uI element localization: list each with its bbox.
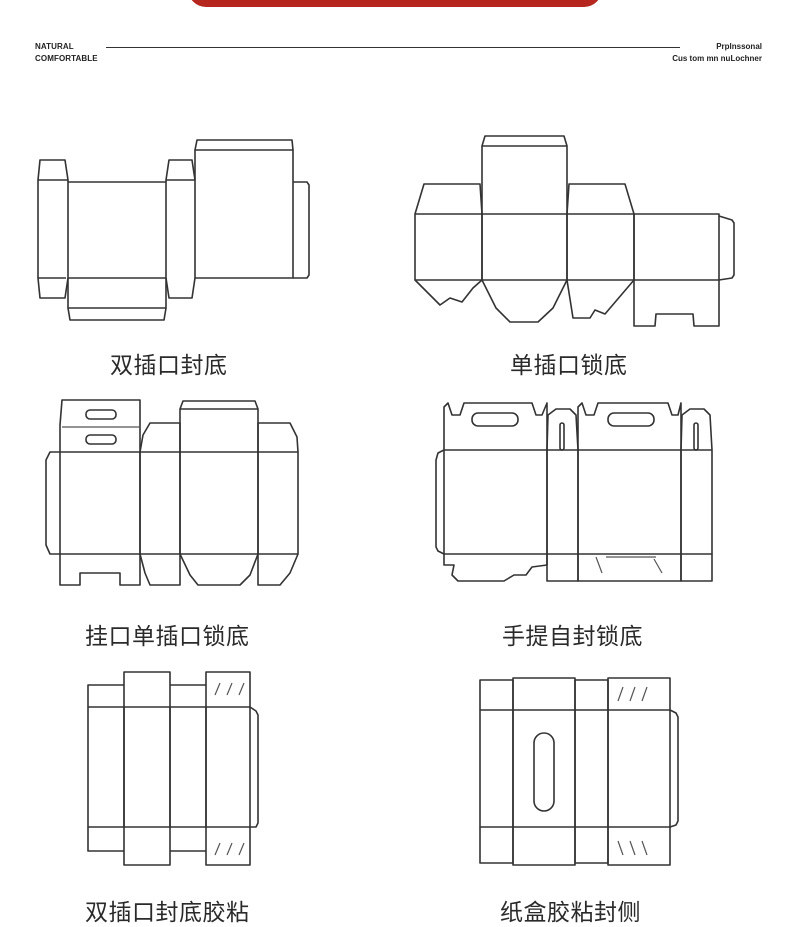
dieline-double-tuck-glued xyxy=(87,671,259,866)
box-diagram-4: 手提自封锁底 xyxy=(430,395,730,650)
box-label-1: 双插口封底 xyxy=(110,353,228,379)
box-label-5: 双插口封底胶粘 xyxy=(85,900,250,926)
header-left-line2: COMFORTABLE xyxy=(35,54,98,63)
box-label-4: 手提自封锁底 xyxy=(502,624,643,650)
box-label-6: 纸盒胶粘封侧 xyxy=(500,900,641,926)
box-label-3: 挂口单插口锁底 xyxy=(85,624,250,650)
top-accent-bar xyxy=(188,0,602,7)
dieline-handle-box xyxy=(435,402,713,582)
box-diagram-5: 双插口封底胶粘 xyxy=(70,665,280,926)
dieline-hang-tab xyxy=(45,399,299,586)
dieline-single-tuck-lock xyxy=(414,135,735,327)
box-diagram-2: 单插口锁底 xyxy=(410,130,750,379)
dieline-glued-side xyxy=(479,677,679,866)
header-right-line1: Prplnssonal xyxy=(716,42,762,51)
header-divider xyxy=(106,47,680,48)
box-label-2: 单插口锁底 xyxy=(510,353,628,379)
dieline-double-tuck xyxy=(37,139,310,321)
box-diagram-6: 纸盒胶粘封侧 xyxy=(470,665,700,926)
header-right-text: Prplnssonal Cus tom mn nuLochner xyxy=(672,41,762,65)
box-diagram-1: 双插口封底 xyxy=(30,130,320,379)
box-diagram-3: 挂口单插口锁底 xyxy=(40,395,310,650)
header-left-text: NATURAL COMFORTABLE xyxy=(35,41,98,65)
header-right-line2: Cus tom mn nuLochner xyxy=(672,54,762,63)
header-left-line1: NATURAL xyxy=(35,42,74,51)
